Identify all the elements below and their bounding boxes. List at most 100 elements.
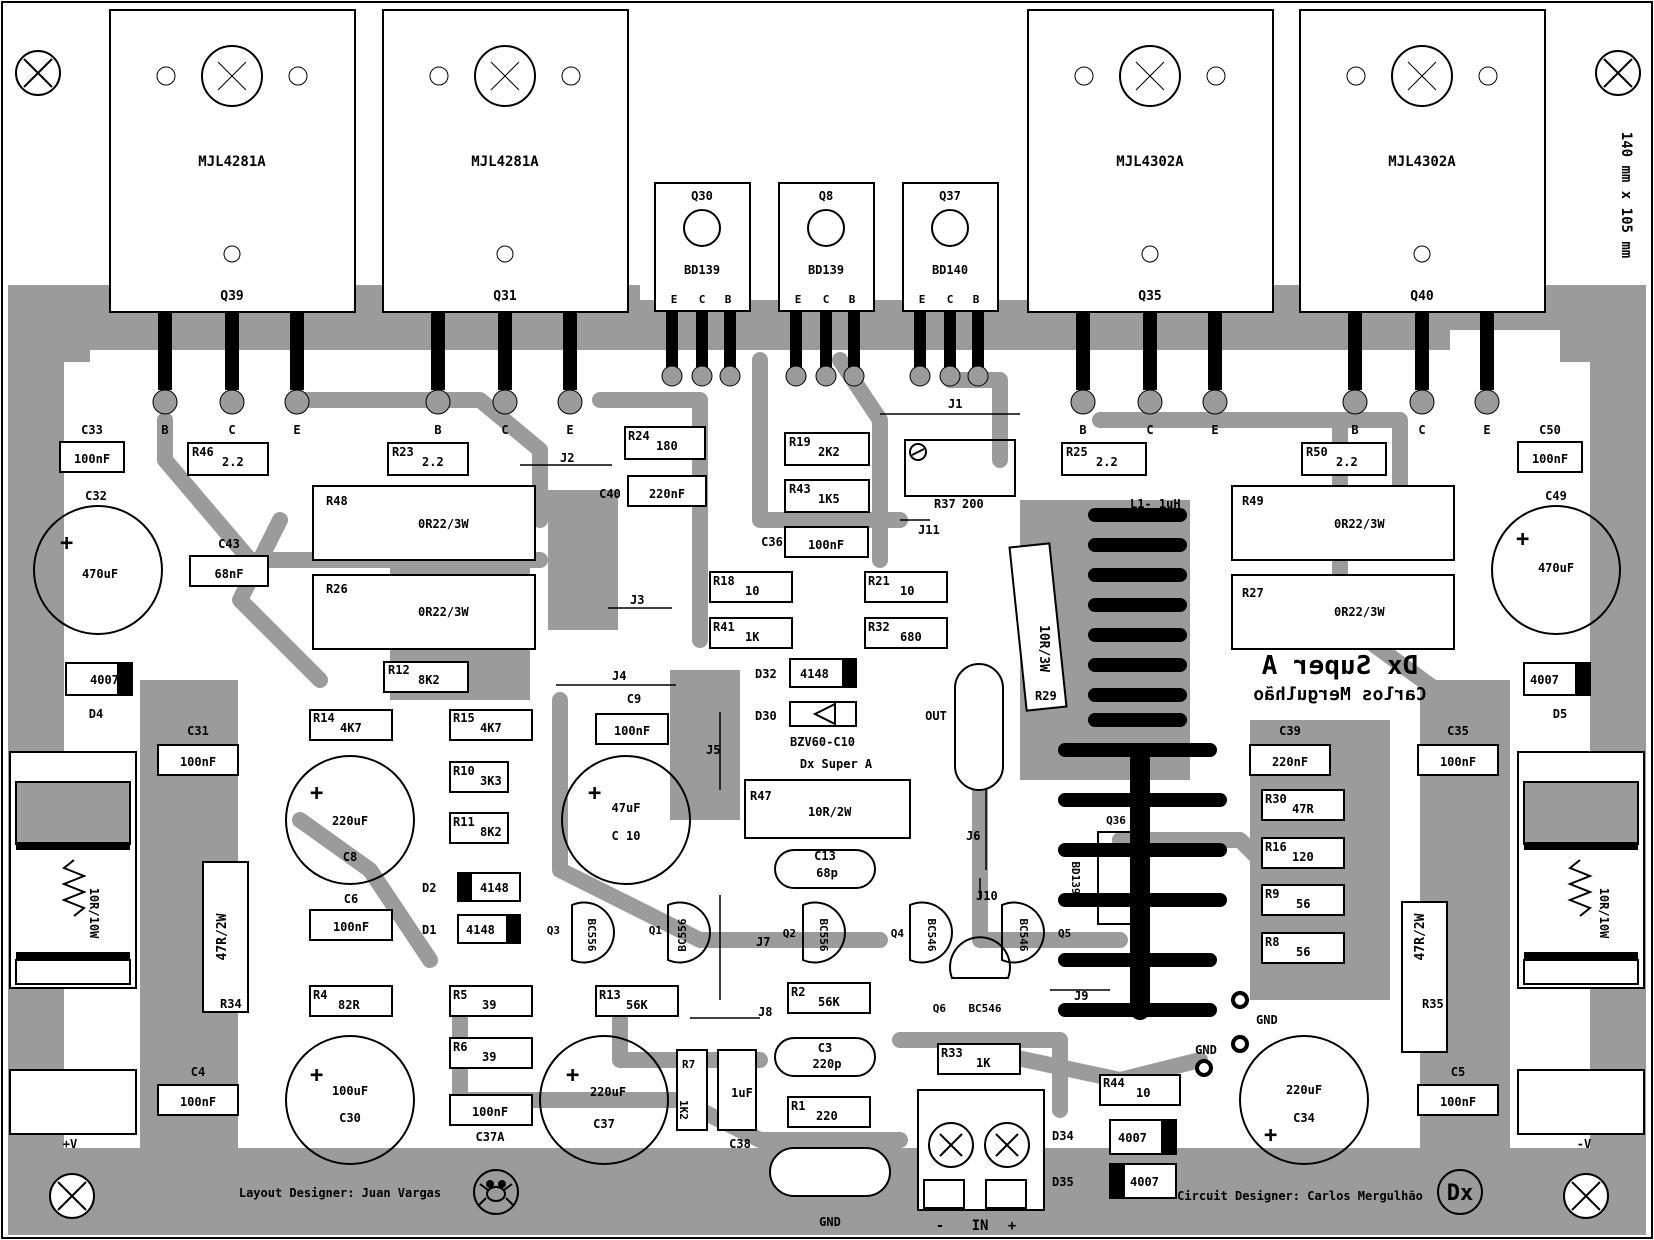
driver-transistor-q37: Q37 BD140 E C B bbox=[902, 182, 999, 387]
q37-part: BD140 bbox=[932, 263, 968, 277]
q35-pin-e: E bbox=[1211, 423, 1218, 437]
c37-plus: + bbox=[566, 1063, 579, 1088]
d5-ref: D5 bbox=[1553, 707, 1567, 721]
r37-ref: R37 bbox=[934, 497, 956, 511]
c3-value: 220p bbox=[813, 1057, 842, 1071]
inductor-label: L1- 1uH bbox=[1130, 497, 1181, 511]
r32-ref: R32 bbox=[868, 620, 890, 634]
r25-value: 2.2 bbox=[1096, 455, 1118, 469]
r8-value: 56 bbox=[1296, 945, 1310, 959]
q40-pin-c: C bbox=[1418, 423, 1425, 437]
c9-ref: C9 bbox=[627, 692, 641, 706]
out-label: OUT bbox=[925, 709, 947, 723]
r8-ref: R8 bbox=[1265, 935, 1279, 949]
layout-designer: Layout Designer: Juan Vargas bbox=[239, 1186, 441, 1200]
output-coil bbox=[1058, 508, 1227, 1020]
q35-part: MJL4302A bbox=[1116, 154, 1184, 170]
q36-ref: Q36 bbox=[1106, 814, 1126, 827]
c37-ref: C37 bbox=[593, 1117, 615, 1131]
c6-value: 100nF bbox=[333, 920, 369, 934]
c49-value: 470uF bbox=[1538, 561, 1574, 575]
c10-value: 47uF bbox=[612, 801, 641, 815]
q30-pin-c: C bbox=[699, 293, 706, 306]
jumper-wires bbox=[520, 413, 1110, 1019]
c49-ref: C49 bbox=[1545, 489, 1567, 503]
q8-pin-c: C bbox=[823, 293, 830, 306]
r9-ref: R9 bbox=[1265, 887, 1279, 901]
c13-ref: C13 bbox=[814, 849, 836, 863]
j2-label: J2 bbox=[560, 451, 574, 465]
q8-ref: Q8 bbox=[819, 189, 833, 203]
j8-label: J8 bbox=[758, 1005, 772, 1019]
minus-v-label: -V bbox=[1577, 1137, 1591, 1151]
r44-ref: R44 bbox=[1103, 1076, 1125, 1090]
j1-label: J1 bbox=[948, 397, 962, 411]
q35-pin-b: B bbox=[1079, 423, 1086, 437]
d30-ref: D30 bbox=[755, 709, 777, 723]
r48-ref: R48 bbox=[326, 494, 348, 508]
c30-plus: + bbox=[310, 1063, 323, 1088]
dx-logo: Dx bbox=[1447, 1181, 1474, 1206]
r50-value: 2.2 bbox=[1336, 455, 1358, 469]
c33-value: 100nF bbox=[74, 452, 110, 466]
q30-pin-b: B bbox=[725, 293, 732, 306]
q35-ref: Q35 bbox=[1138, 289, 1161, 304]
resistors bbox=[187, 426, 1455, 1131]
fuse-left-value: 10R/10W bbox=[87, 888, 101, 939]
r13-ref: R13 bbox=[599, 988, 621, 1002]
d32-value: 4148 bbox=[800, 667, 829, 681]
r23-ref: R23 bbox=[392, 445, 414, 459]
r26-ref: R26 bbox=[326, 582, 348, 596]
c39-ref: C39 bbox=[1279, 724, 1301, 738]
power-transistor-q39: MJL4281A Q39 B C E bbox=[109, 9, 356, 437]
d2-value: 4148 bbox=[480, 881, 509, 895]
j3-label: J3 bbox=[630, 593, 644, 607]
c34-value: 220uF bbox=[1286, 1083, 1322, 1097]
r21-value: 10 bbox=[900, 584, 914, 598]
board-text: L1- 1uH Dx Super A Carlos Mergulhão Dx S… bbox=[239, 497, 1483, 1215]
r15-value: 4K7 bbox=[480, 721, 502, 735]
trimmer-r37 bbox=[904, 439, 1016, 497]
r14-value: 4K7 bbox=[340, 721, 362, 735]
c43-value: 68nF bbox=[215, 567, 244, 581]
r29-value: 10R/3W bbox=[1036, 625, 1051, 672]
r24-ref: R24 bbox=[628, 429, 650, 443]
small-transistor-labels: BC556 Q3 BC556 Q1 BC556 Q2 BC546 Q4 BC54… bbox=[547, 814, 1127, 1015]
q8-pin-e: E bbox=[795, 293, 802, 306]
power-labels: 10R/10W 10R/10W +V -V GND OUT GND GND bbox=[63, 709, 1611, 1229]
r6-ref: R6 bbox=[453, 1040, 467, 1054]
r32-value: 680 bbox=[900, 630, 922, 644]
r34-ref: R34 bbox=[220, 997, 242, 1011]
d1-value: 4148 bbox=[466, 923, 495, 937]
r46-ref: R46 bbox=[192, 445, 214, 459]
gnd-mid-label: GND bbox=[1195, 1043, 1217, 1057]
d35-ref: D35 bbox=[1052, 1175, 1074, 1189]
q5-ref: Q5 bbox=[1058, 927, 1071, 940]
mounting-holes bbox=[15, 50, 1641, 1219]
q8-pin-b: B bbox=[849, 293, 856, 306]
gnd-posts bbox=[1195, 991, 1249, 1077]
q4-part: BC546 bbox=[925, 918, 938, 951]
c36-ref: C36 bbox=[761, 535, 783, 549]
r25-ref: R25 bbox=[1066, 445, 1088, 459]
d35-value: 4007 bbox=[1130, 1175, 1159, 1189]
c8-ref: C8 bbox=[343, 850, 357, 864]
r30-ref: R30 bbox=[1265, 792, 1287, 806]
r33-ref: R33 bbox=[941, 1046, 963, 1060]
r44-value: 10 bbox=[1136, 1086, 1150, 1100]
r41-value: 1K bbox=[745, 630, 760, 644]
c33-ref: C33 bbox=[81, 423, 103, 437]
q3-part: BC556 bbox=[585, 918, 598, 951]
r2-value: 56K bbox=[818, 995, 840, 1009]
c34-ref: C34 bbox=[1293, 1111, 1315, 1125]
q31-part: MJL4281A bbox=[471, 154, 539, 170]
q37-pin-e: E bbox=[919, 293, 926, 306]
r14-ref: R14 bbox=[313, 711, 335, 725]
r34-value: 47R/2W bbox=[215, 913, 230, 960]
q39-part: MJL4281A bbox=[198, 154, 266, 170]
c6-ref: C6 bbox=[344, 892, 358, 906]
q6-part: BC546 bbox=[968, 1002, 1001, 1015]
c3-ref: C3 bbox=[818, 1041, 832, 1055]
c50-ref: C50 bbox=[1539, 423, 1561, 437]
